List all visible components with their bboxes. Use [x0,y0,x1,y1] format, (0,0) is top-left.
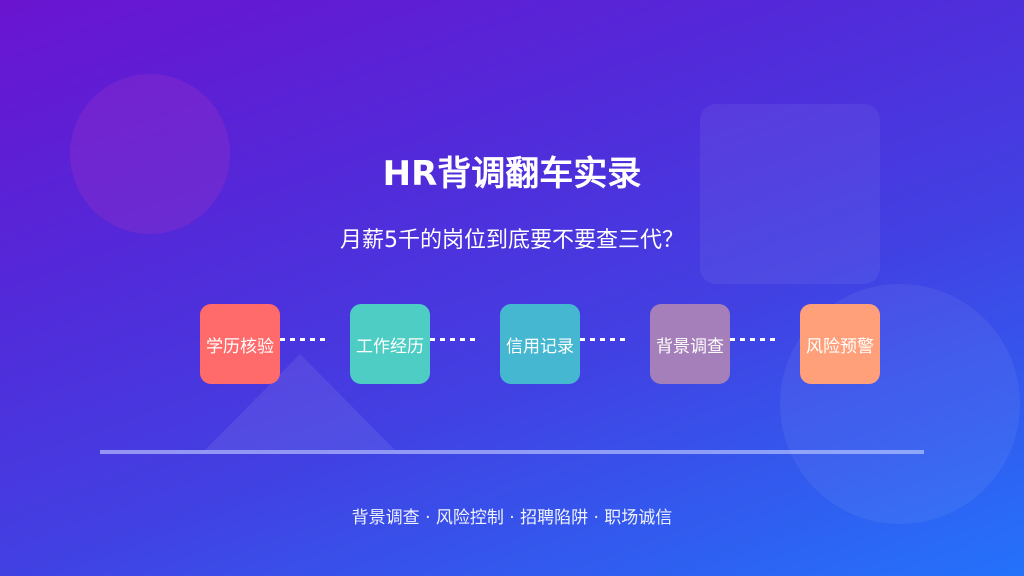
horizontal-divider [100,450,924,454]
step-education-verification: 学历核验 [200,304,280,384]
footer-tags: 背景调查 · 风险控制 · 招聘陷阱 · 职场诚信 [351,508,673,528]
step-label: 背景调查 [656,336,724,357]
step-connector-dashes [580,338,626,341]
step-label: 学历核验 [206,336,274,357]
step-label: 风险预警 [806,336,874,357]
step-work-history: 工作经历 [350,304,430,384]
slide-subtitle: 月薪5千的岗位到底要不要查三代？ [340,228,684,253]
step-risk-warning: 风险预警 [800,304,880,384]
step-credit-record: 信用记录 [500,304,580,384]
step-connector-dashes [280,338,326,341]
step-label: 工作经历 [356,336,424,357]
slide-title: HR背调翻车实录 [382,154,642,194]
step-background-check: 背景调查 [650,304,730,384]
step-connector-dashes [730,338,776,341]
step-connector-dashes [430,338,476,341]
step-label: 信用记录 [506,336,574,357]
